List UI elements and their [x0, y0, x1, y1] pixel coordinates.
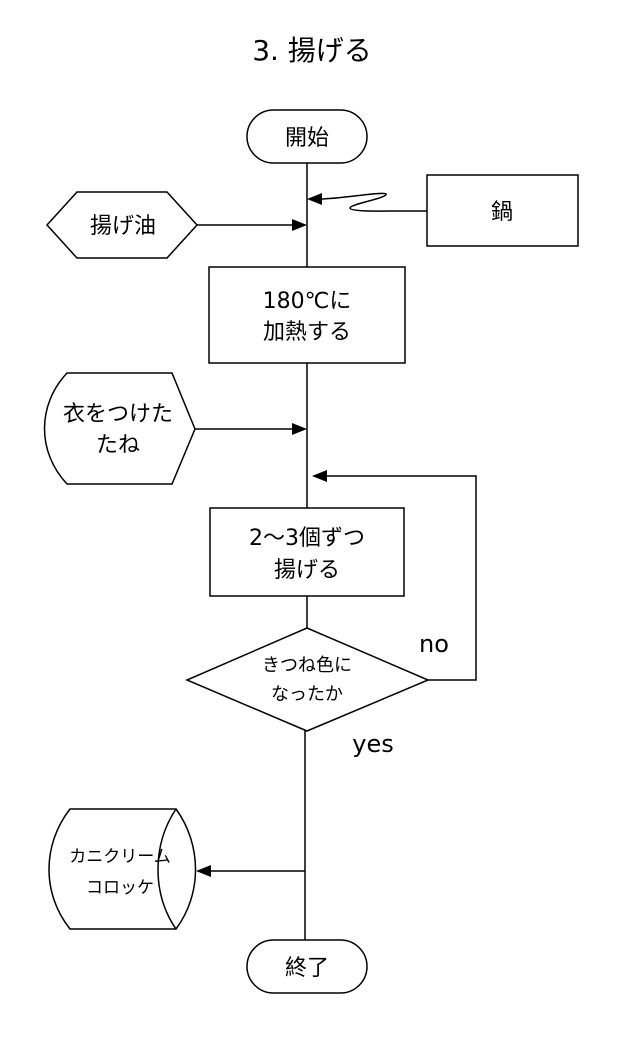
heat-label-line1: 180℃に — [263, 289, 352, 314]
start-label: 開始 — [285, 126, 329, 151]
end-label: 終了 — [285, 956, 329, 981]
result-label-line2: コロッケ — [86, 878, 154, 898]
yes-label: yes — [352, 730, 393, 758]
end-terminator — [246, 939, 368, 994]
decision-label-line1: きつね色に — [262, 655, 352, 676]
arrow-head-oil — [292, 219, 307, 231]
arrow-head-pot — [307, 193, 322, 205]
decision-label-line2: なったか — [271, 684, 343, 705]
pot-label: 鍋 — [491, 200, 513, 225]
result-label-line1: カニクリーム — [69, 847, 171, 867]
oil-label: 揚げ油 — [90, 214, 156, 239]
connector-no-loop — [327, 475, 477, 681]
heat-process-box — [208, 266, 406, 364]
arrow-head-no-loop — [312, 470, 327, 482]
fry-label-line2: 揚げる — [274, 558, 340, 583]
heat-label-line2: 加熱する — [263, 320, 351, 345]
fry-label-line1: 2～3個ずつ — [249, 526, 365, 551]
fry-process-box — [209, 507, 405, 597]
result-cylinder — [48, 808, 197, 930]
no-label: no — [419, 630, 449, 658]
page-title: 3. 揚げる — [252, 34, 372, 67]
connector-pot — [319, 192, 427, 212]
arrow-head-result — [196, 865, 211, 877]
arrow-head-battered — [292, 423, 307, 435]
result-cylinder-edge — [157, 808, 177, 930]
start-terminator — [246, 109, 368, 164]
battered-ingredient-shape — [43, 372, 196, 485]
battered-label-line1: 衣をつけた — [63, 402, 173, 427]
battered-label-line2: たね — [96, 433, 140, 458]
decision-diamond — [185, 627, 430, 732]
